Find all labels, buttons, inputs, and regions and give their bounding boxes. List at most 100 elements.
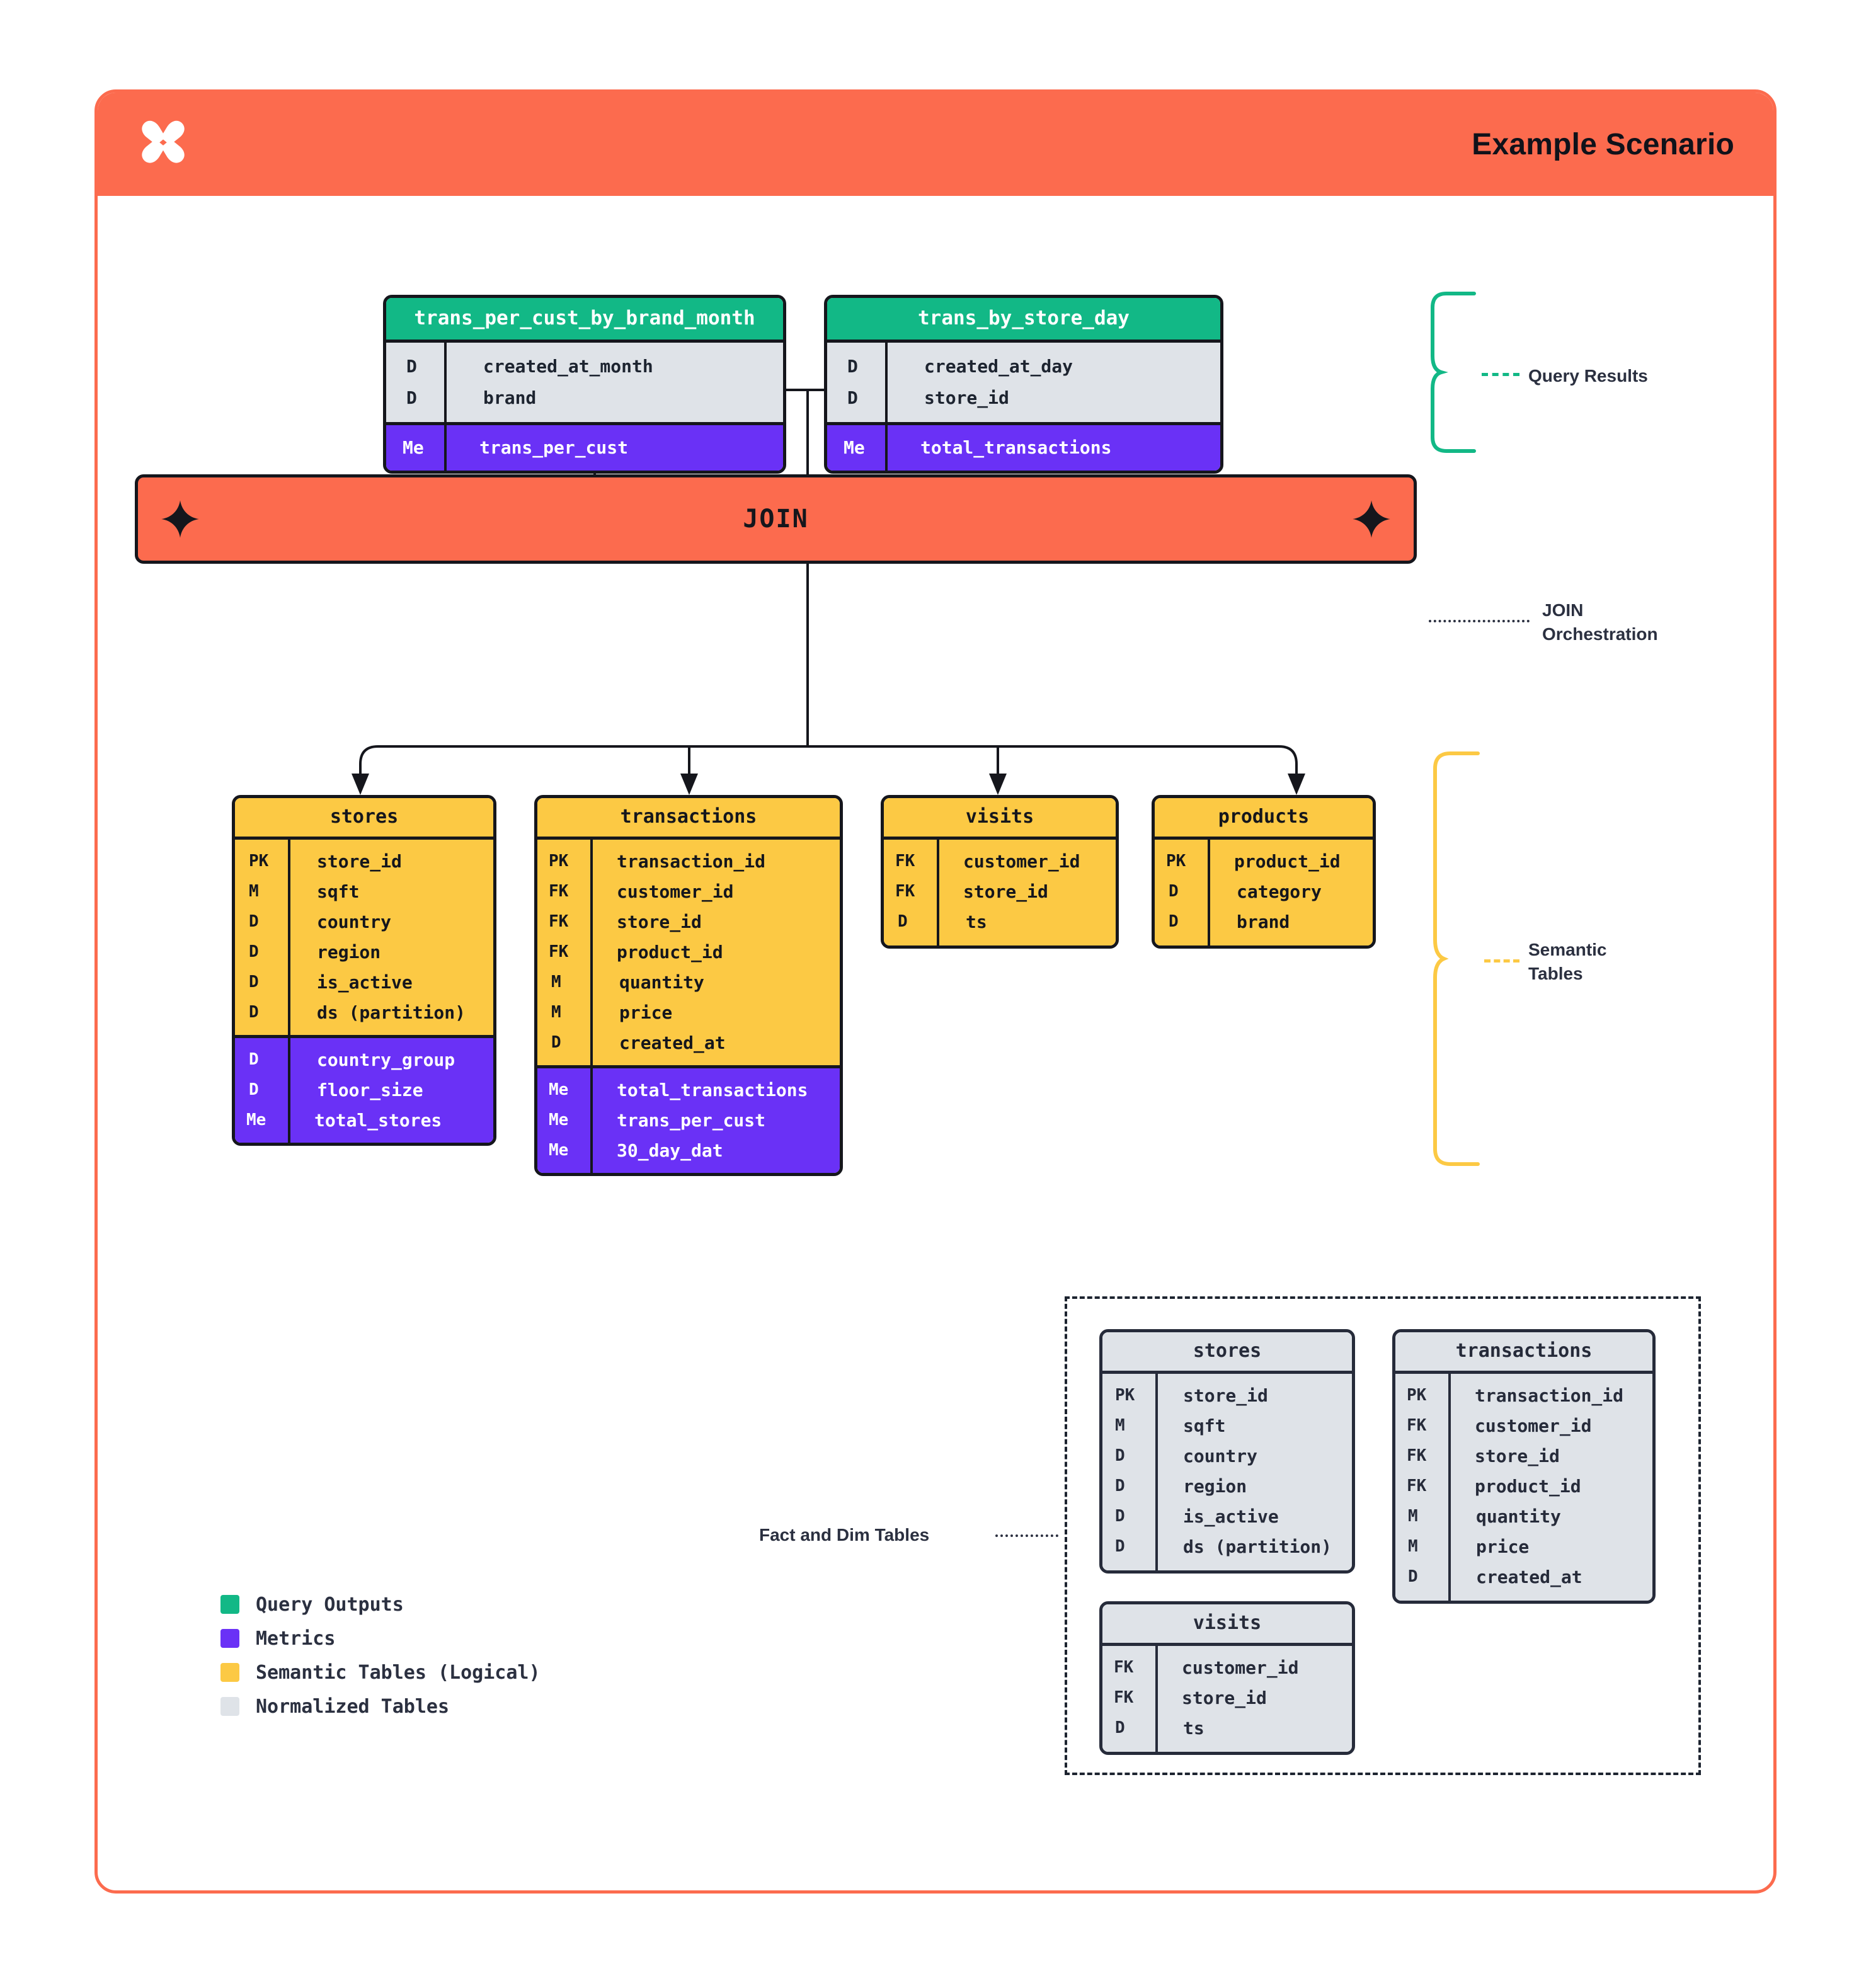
table-title: visits	[884, 798, 1116, 837]
semantic-table-stores[interactable]: stores PK store_id M sqft D country D	[232, 795, 496, 1146]
row-value: category	[1237, 881, 1322, 902]
row-key: FK	[1407, 1446, 1427, 1465]
row-key: FK	[1114, 1658, 1134, 1677]
legend-label: Normalized Tables	[256, 1695, 450, 1718]
row-key: M	[1115, 1416, 1125, 1435]
row-value: trans_per_cust	[479, 437, 629, 458]
table-row: FK customer_id	[537, 876, 840, 906]
row-key: D	[406, 355, 417, 377]
annotation-semantic-line2: Tables	[1528, 963, 1583, 983]
legend-label: Query Outputs	[256, 1593, 404, 1616]
row-value: store_id	[617, 911, 702, 932]
table-row: D created_at	[1395, 1562, 1652, 1592]
row-value: ts	[966, 911, 987, 932]
row-key: D	[1408, 1567, 1418, 1586]
semantic-table-transactions[interactable]: transactions PK transaction_id FK custom…	[534, 795, 843, 1176]
legend-item-metrics: Metrics	[220, 1621, 541, 1655]
table-row: D created_at	[537, 1027, 840, 1058]
fact-and-dim-leader	[995, 1534, 1058, 1537]
row-key: D	[847, 355, 858, 377]
row-value: price	[1476, 1536, 1530, 1557]
row-value: ds (partition)	[1183, 1536, 1332, 1557]
row-value: region	[1183, 1475, 1247, 1497]
row-value: brand	[1237, 911, 1290, 932]
table-row: FK store_id	[1395, 1441, 1652, 1471]
metric-section: Me trans_per_cust	[386, 422, 783, 471]
annotation-join-orchestration: JOIN Orchestration	[1542, 598, 1658, 646]
legend-label: Semantic Tables (Logical)	[256, 1661, 541, 1684]
table-row: D region	[235, 937, 493, 967]
legend-item-query-outputs: Query Outputs	[220, 1587, 541, 1621]
row-value: trans_per_cust	[617, 1109, 766, 1131]
normalized-table-stores[interactable]: stores PK store_id M sqft D country D	[1099, 1329, 1355, 1574]
row-value: created_at	[619, 1032, 726, 1053]
legend-swatch-normalized-tables	[220, 1697, 239, 1716]
table-row: Me trans_per_cust	[537, 1105, 840, 1135]
row-key: PK	[1166, 852, 1186, 871]
row-key: M	[249, 882, 259, 901]
table-row: D created_at_month	[386, 350, 783, 382]
query-result-table-trans-by-store-day[interactable]: trans_by_store_day D created_at_day D st…	[824, 295, 1223, 474]
row-key: FK	[1114, 1688, 1134, 1707]
join-orchestration-leader	[1429, 620, 1530, 622]
row-key: Me	[549, 1080, 569, 1099]
row-value: store_id	[1183, 1385, 1268, 1406]
table-row: PK store_id	[1102, 1380, 1352, 1410]
table-row: D brand	[386, 382, 783, 413]
table-title: trans_per_cust_by_brand_month	[386, 298, 783, 340]
table-row: FK product_id	[1395, 1471, 1652, 1501]
query-result-table-trans-per-cust-by-brand-month[interactable]: trans_per_cust_by_brand_month D created_…	[383, 295, 786, 474]
dimension-section: FK customer_id FK store_id D ts	[884, 840, 1116, 945]
table-row: D is_active	[1102, 1501, 1352, 1531]
annotation-semantic-tables: Semantic Tables	[1528, 938, 1607, 986]
row-value: country	[317, 911, 392, 932]
table-row: D ts	[1102, 1713, 1352, 1743]
table-row: D country	[235, 906, 493, 937]
row-value: store_id	[963, 881, 1048, 902]
table-row: PK store_id	[235, 846, 493, 876]
row-value: product_id	[617, 941, 723, 963]
row-key: FK	[895, 882, 915, 901]
semantic-table-products[interactable]: products PK product_id D category D bran…	[1152, 795, 1376, 949]
x-butterfly-logo-icon	[142, 120, 185, 163]
normalized-table-transactions[interactable]: transactions PK transaction_id FK custom…	[1392, 1329, 1656, 1604]
annotation-fact-and-dim-tables: Fact and Dim Tables	[759, 1525, 930, 1545]
legend-swatch-semantic-tables	[220, 1663, 239, 1682]
table-row: FK customer_id	[1102, 1652, 1352, 1682]
semantic-table-visits[interactable]: visits FK customer_id FK store_id D ts	[881, 795, 1119, 949]
row-value: country	[1183, 1445, 1258, 1466]
fact-and-dim-group-box	[1065, 1296, 1701, 1775]
table-row: M sqft	[235, 876, 493, 906]
row-key: D	[249, 942, 259, 961]
row-key: D	[1115, 1718, 1125, 1737]
join-orchestration-bar[interactable]: JOIN	[135, 474, 1417, 564]
table-row: FK product_id	[537, 937, 840, 967]
row-key: D	[1169, 882, 1179, 901]
query-results-brace	[1431, 292, 1476, 453]
row-value: customer_id	[1475, 1415, 1592, 1436]
row-key: D	[249, 973, 259, 991]
row-key: D	[1115, 1507, 1125, 1526]
row-value: product_id	[1475, 1475, 1581, 1497]
annotation-join-line2: Orchestration	[1542, 624, 1658, 644]
annotation-join-line1: JOIN	[1542, 600, 1584, 620]
row-value: ts	[1183, 1717, 1204, 1739]
table-row: FK customer_id	[1395, 1410, 1652, 1441]
row-value: is_active	[1183, 1505, 1279, 1527]
page-title: Example Scenario	[1472, 127, 1734, 161]
legend: Query Outputs Metrics Semantic Tables (L…	[220, 1587, 541, 1723]
row-value: created_at_month	[483, 355, 653, 377]
row-key: D	[551, 1033, 561, 1052]
row-key: PK	[549, 852, 569, 871]
row-value: transaction_id	[617, 850, 766, 872]
row-value: store_id	[1475, 1445, 1560, 1466]
row-value: total_transactions	[617, 1079, 808, 1100]
table-row: D brand	[1155, 906, 1373, 937]
normalized-table-visits[interactable]: visits FK customer_id FK store_id D ts	[1099, 1601, 1355, 1755]
row-key: Me	[844, 437, 865, 458]
table-row: FK store_id	[1102, 1682, 1352, 1713]
legend-item-semantic-tables: Semantic Tables (Logical)	[220, 1655, 541, 1689]
table-row: D floor_size	[235, 1075, 493, 1105]
semantic-tables-leader	[1484, 959, 1519, 963]
legend-label: Metrics	[256, 1627, 336, 1650]
